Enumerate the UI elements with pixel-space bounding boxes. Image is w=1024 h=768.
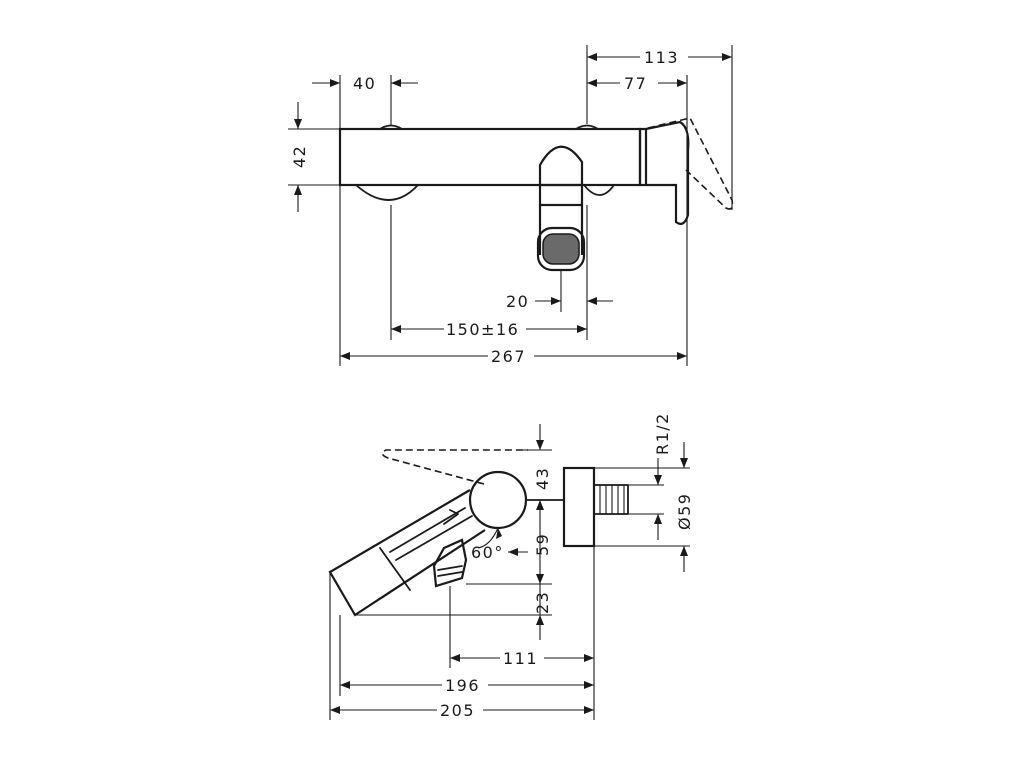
dim-77-label: 77 [624,74,647,93]
spout-groove [389,507,473,561]
side-view-dimensions: R1/2 Ø59 43 59 23 60° [329,412,694,720]
flow-direction-mark [443,509,459,525]
spout-tube [538,183,584,207]
mixer-body [338,127,642,187]
handle-cartridge [638,127,648,187]
right-wall-connector [583,184,615,196]
dim-150-label: 150±16 [446,320,519,339]
dim-40-label: 40 [353,74,376,93]
dim-20-label: 20 [506,292,529,311]
dim-42-label: 42 [290,145,309,168]
dim-111-label: 111 [503,649,538,668]
right-top-bump [575,124,599,130]
spout-lower [538,205,584,255]
dim-r12-label: R1/2 [653,412,672,455]
dim-267-label: 267 [491,347,526,366]
dim-113-label: 113 [644,48,679,67]
front-view [338,117,734,272]
side-view [328,449,629,617]
aerator-grip [437,565,463,577]
dim-dia59-label: Ø59 [675,493,694,530]
left-wall-connector [355,184,419,201]
threaded-connection [593,484,629,515]
dim-196-label: 196 [445,676,480,695]
lever-open-position [381,449,528,485]
handle-lever-open-position [647,117,734,210]
front-view-dimensions: 40 42 113 77 20 [288,45,733,366]
dim-205-label: 205 [440,701,475,720]
dim-23-label: 23 [533,591,552,614]
thread-lines [599,485,625,514]
dim-43-label: 43 [533,467,552,490]
spout-inner-line [379,547,411,591]
aerator-fitting [432,538,468,588]
handle-lever [645,120,690,225]
spout-side [328,489,486,617]
wall-plate [562,466,596,548]
dim-59-label: 59 [533,533,552,556]
spout-arch [538,145,584,185]
dim-60deg-label: 60° [471,543,504,562]
aerator-inner [542,233,580,265]
body-cylinder [468,470,528,530]
